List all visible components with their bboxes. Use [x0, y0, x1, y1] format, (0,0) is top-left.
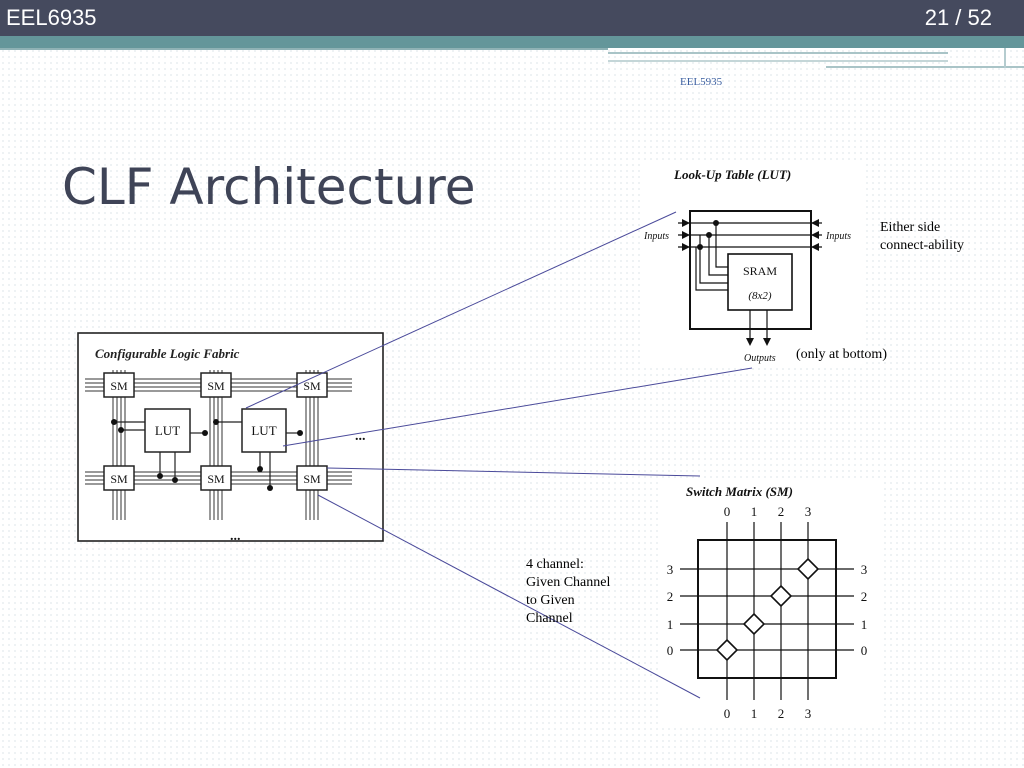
- clf-junction-dots: [111, 419, 303, 491]
- clf-lut-1: LUT: [144, 408, 191, 453]
- note-line: Either side: [880, 220, 941, 235]
- lut-inputs-left: Inputs: [643, 231, 669, 242]
- note-four-channel: 4 channel: Given Channel to Given Channe…: [526, 556, 610, 628]
- note-line: Given Channel: [526, 575, 611, 590]
- note-line: 4 channel:: [526, 557, 584, 572]
- lut-label: LUT: [155, 423, 180, 438]
- footer-label: EEL5935: [680, 76, 723, 88]
- sm-horizontal-channels: [680, 568, 854, 651]
- sm-bottom-label-3: 3: [805, 706, 812, 721]
- clf-sm-bottom-right: SM: [296, 465, 328, 491]
- accent-line: [826, 66, 1024, 68]
- deck-title: EEL6935: [6, 5, 97, 30]
- page-counter: 21 / 52: [924, 5, 992, 30]
- sm-figure: Switch Matrix (SM) 0 1 2 3 0 1 2 3: [667, 484, 868, 721]
- sm-bottom-label-0: 0: [724, 706, 731, 721]
- sram-label: SRAM: [743, 264, 777, 278]
- sm-label: SM: [207, 472, 225, 486]
- sm-top-label-3: 3: [805, 504, 812, 519]
- sm-right-label-3: 3: [861, 562, 868, 577]
- sm-top-label-1: 1: [751, 504, 758, 519]
- lut-outputs-label: Outputs: [744, 353, 776, 364]
- header-accent-band: [0, 36, 1024, 48]
- note-only-bottom: (only at bottom): [796, 347, 887, 362]
- sm-switch-diamonds: [715, 557, 820, 662]
- sm-right-label-2: 2: [861, 589, 868, 604]
- slide-title: CLF Architecture: [62, 158, 476, 216]
- sm-top-label-0: 0: [724, 504, 731, 519]
- lut-junction-dots: [697, 220, 719, 250]
- lut-arrowheads: [682, 219, 819, 251]
- sm-left-label-2: 2: [667, 589, 674, 604]
- sm-label: SM: [303, 472, 321, 486]
- accent-line: [0, 48, 608, 50]
- header-bar: [0, 0, 1024, 36]
- sm-matrix-box: [697, 539, 837, 679]
- sm-label: SM: [110, 472, 128, 486]
- accent-line: [608, 52, 948, 54]
- sm-top-labels: 0 1 2 3: [724, 504, 812, 519]
- callout-line-outputs: [282, 367, 753, 447]
- clf-ellipsis-right: ...: [355, 429, 366, 444]
- clf-title: Configurable Logic Fabric: [95, 346, 240, 361]
- lut-output-arrowheads: [746, 338, 771, 346]
- sm-bottom-label-1: 1: [751, 706, 758, 721]
- lut-label: LUT: [251, 423, 276, 438]
- sm-label: SM: [110, 379, 128, 393]
- clf-lut-wires: [113, 421, 300, 488]
- callout-lines: [245, 211, 753, 699]
- sram-box: [727, 253, 793, 311]
- lut-output-lines: [749, 310, 768, 340]
- note-line: connect-ability: [880, 238, 964, 253]
- clf-sm-bottom-left: SM: [103, 465, 135, 491]
- clf-sm-bottom-middle: SM: [200, 465, 232, 491]
- sm-right-labels: 3 2 1 0: [861, 562, 868, 658]
- callout-line-sm-bottom: [317, 494, 701, 699]
- lut-inputs-right: Inputs: [825, 231, 851, 242]
- clf-ellipsis-bottom: ...: [230, 529, 241, 544]
- clf-lut-2: LUT: [241, 408, 287, 453]
- sm-top-label-2: 2: [778, 504, 785, 519]
- sm-bottom-label-2: 2: [778, 706, 785, 721]
- note-line: Channel: [526, 611, 573, 626]
- sm-bottom-labels: 0 1 2 3: [724, 706, 812, 721]
- clf-frame: [77, 332, 384, 542]
- sm-label: SM: [303, 379, 321, 393]
- sm-left-label-3: 3: [667, 562, 674, 577]
- sm-left-label-1: 1: [667, 617, 674, 632]
- note-line: to Given: [526, 593, 575, 608]
- sm-right-label-0: 0: [861, 643, 868, 658]
- sm-figure-title: Switch Matrix (SM): [686, 484, 793, 499]
- clf-sm-top-middle: SM: [200, 372, 232, 398]
- note-either-side: Either side connect-ability: [880, 219, 964, 255]
- lut-figure-title: Look-Up Table (LUT): [673, 167, 791, 182]
- sm-label: SM: [207, 379, 225, 393]
- sm-left-labels: 3 2 1 0: [667, 562, 674, 658]
- accent-line: [1004, 48, 1006, 68]
- accent-line: [608, 60, 948, 62]
- callout-line-sm-top: [326, 467, 701, 477]
- lut-figure: Look-Up Table (LUT) SRAM (8x2) Inputs In…: [643, 167, 851, 364]
- callout-line-lut: [245, 211, 677, 409]
- clf-sm-top-right: SM: [296, 372, 328, 398]
- clf-figure: Configurable Logic Fabric: [77, 332, 384, 544]
- sm-right-label-1: 1: [861, 617, 868, 632]
- clf-sm-top-left: SM: [103, 372, 135, 398]
- sm-left-label-0: 0: [667, 643, 674, 658]
- sm-vertical-channels: [726, 522, 809, 700]
- sram-size-label: (8x2): [748, 290, 772, 302]
